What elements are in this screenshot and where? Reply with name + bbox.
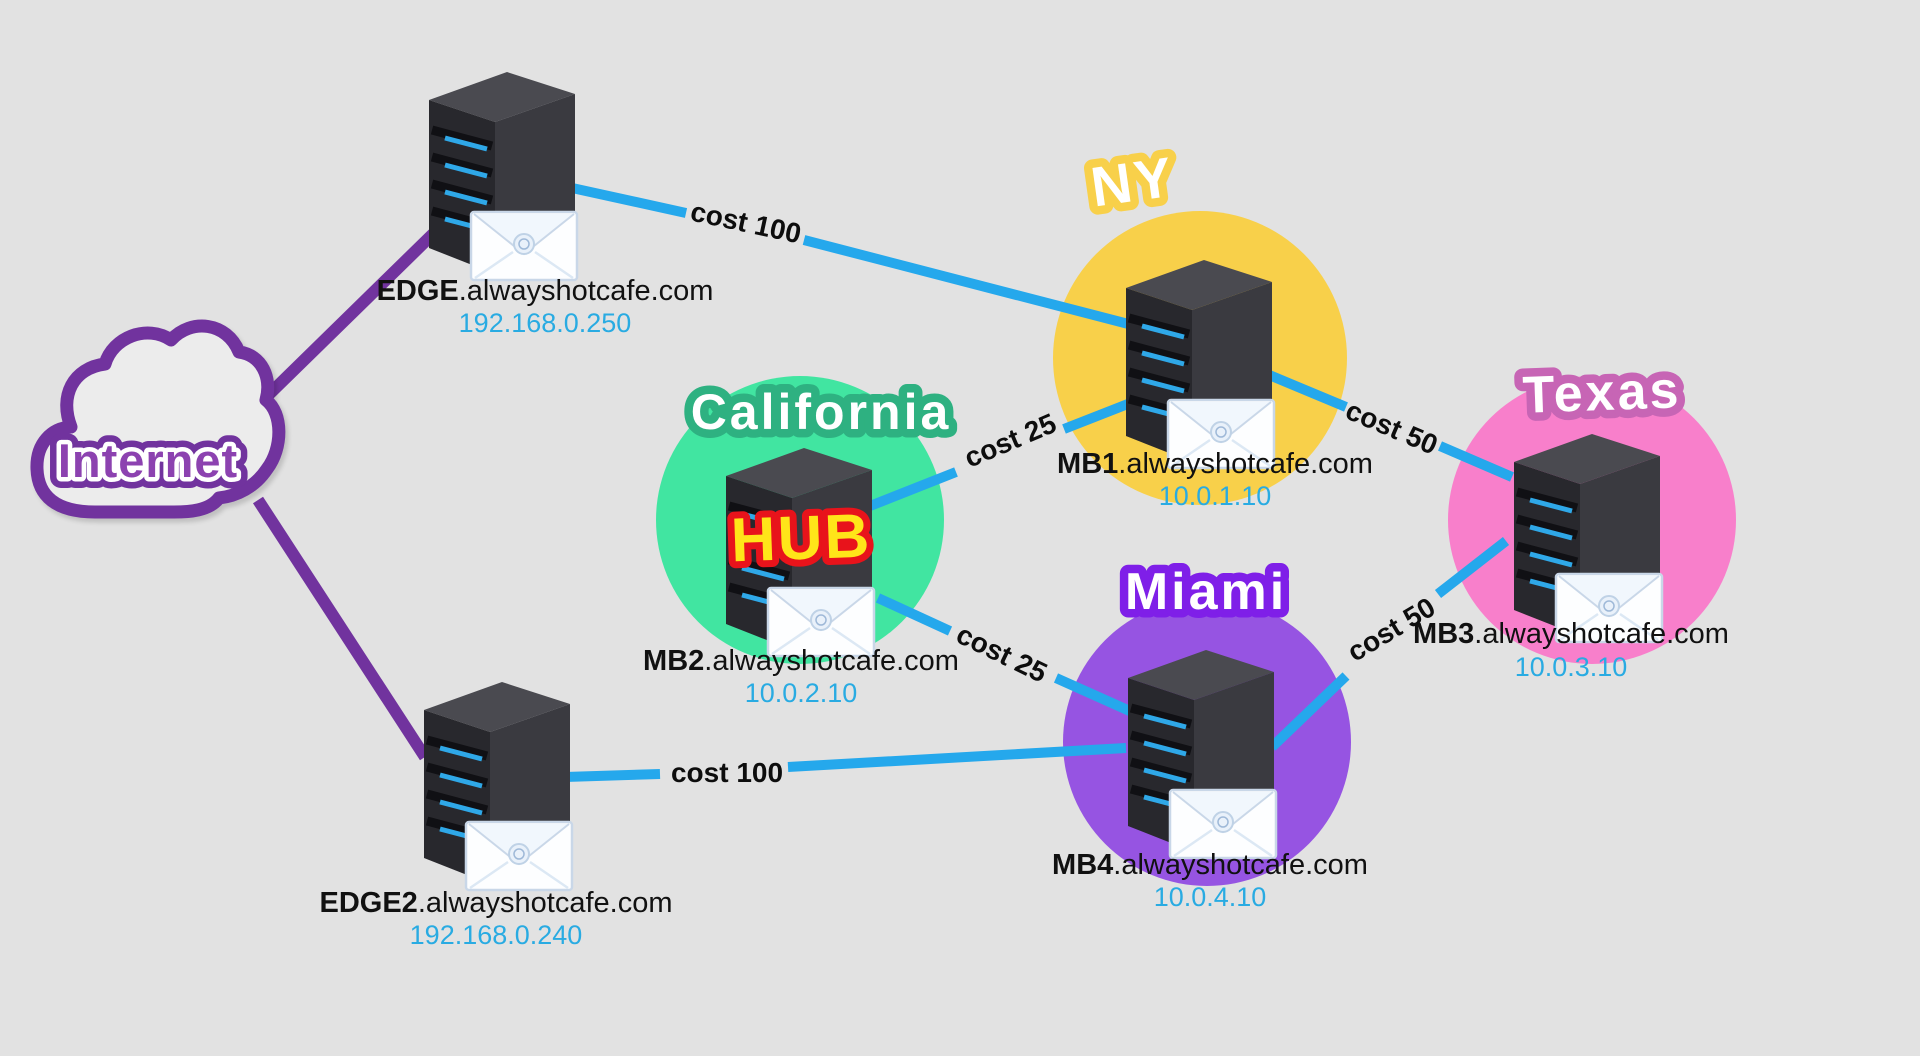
link-mb2-mb1-a — [868, 467, 958, 511]
hostname-edge2-host: EDGE2 — [320, 887, 418, 919]
server-mb1 — [1126, 260, 1274, 468]
cost-label-mb2-mb1: cost 25 — [960, 407, 1061, 473]
ip-mb4: 10.0.4.10 — [1154, 882, 1267, 912]
link-mb4-mb3-b — [1434, 537, 1510, 598]
cost-label-mb2-mb4: cost 25 — [952, 618, 1052, 688]
hostname-edge2: EDGE2.alwayshotcafe.com — [320, 887, 673, 919]
hostname-mb2: MB2.alwayshotcafe.com — [643, 645, 959, 677]
hostname-mb2-domain: .alwayshotcafe.com — [704, 645, 959, 677]
ip-edge1: 192.168.0.250 — [459, 308, 632, 338]
internet-label: Internet — [58, 434, 238, 487]
cost-label-edge2-mb4: cost 100 — [671, 757, 783, 788]
cost-label-edge1-mb1: cost 100 — [688, 196, 804, 250]
uplink-internet-edge1 — [246, 225, 442, 417]
link-mb2-mb4-b — [1053, 673, 1135, 717]
site-label-texas: Texas — [1522, 361, 1683, 424]
hostname-mb3-host: MB3 — [1413, 618, 1474, 650]
link-edge2-mb4-a — [564, 769, 661, 782]
link-edge1-mb1-b — [802, 235, 1142, 332]
ip-mb1: 10.0.1.10 — [1159, 481, 1272, 511]
site-label-miami: Miami — [1125, 563, 1287, 621]
link-mb4-mb3-a — [1268, 672, 1350, 751]
hostname-mb1-domain: .alwayshotcafe.com — [1118, 448, 1373, 480]
hostname-mb3: MB3.alwayshotcafe.com — [1413, 618, 1729, 650]
cost-links — [561, 181, 1514, 782]
link-mb2-mb4-a — [875, 593, 953, 636]
internet-cloud — [30, 319, 286, 519]
site-label-california: California — [691, 384, 952, 440]
link-edge1-mb1-a — [561, 181, 688, 218]
uplink-internet-edge2 — [252, 496, 431, 761]
hostname-mb4-host: MB4 — [1052, 849, 1113, 881]
hostname-mb1: MB1.alwayshotcafe.com — [1057, 448, 1373, 480]
ip-mb2: 10.0.2.10 — [745, 678, 858, 708]
hostname-mb4-domain: .alwayshotcafe.com — [1113, 849, 1368, 881]
link-mb1-mb3-a — [1260, 367, 1348, 412]
server-edge1 — [429, 72, 577, 280]
site-label-ny: NY — [1087, 144, 1179, 218]
ip-edge2: 192.168.0.240 — [410, 920, 583, 950]
hostname-mb1-host: MB1 — [1057, 448, 1118, 480]
server-mb3 — [1514, 434, 1662, 642]
hostname-mb3-domain: .alwayshotcafe.com — [1474, 618, 1729, 650]
hub-badge: HUB — [730, 502, 873, 576]
link-mb1-mb3-b — [1438, 441, 1514, 482]
link-mb2-mb1-b — [1062, 395, 1140, 434]
server-mb4 — [1128, 650, 1276, 858]
server-edge2 — [424, 682, 572, 890]
link-edge2-mb4-b — [787, 743, 1127, 772]
hostname-mb2-host: MB2 — [643, 645, 704, 677]
internet-label-outline: Internet — [58, 434, 238, 487]
hostname-mb4: MB4.alwayshotcafe.com — [1052, 849, 1368, 881]
hostname-edge1-domain: .alwayshotcafe.com — [459, 275, 714, 307]
hostname-edge2-domain: .alwayshotcafe.com — [418, 887, 673, 919]
hostname-edge1-host: EDGE — [377, 275, 459, 307]
hostname-edge1: EDGE.alwayshotcafe.com — [377, 275, 714, 307]
ip-mb3: 10.0.3.10 — [1515, 652, 1628, 682]
